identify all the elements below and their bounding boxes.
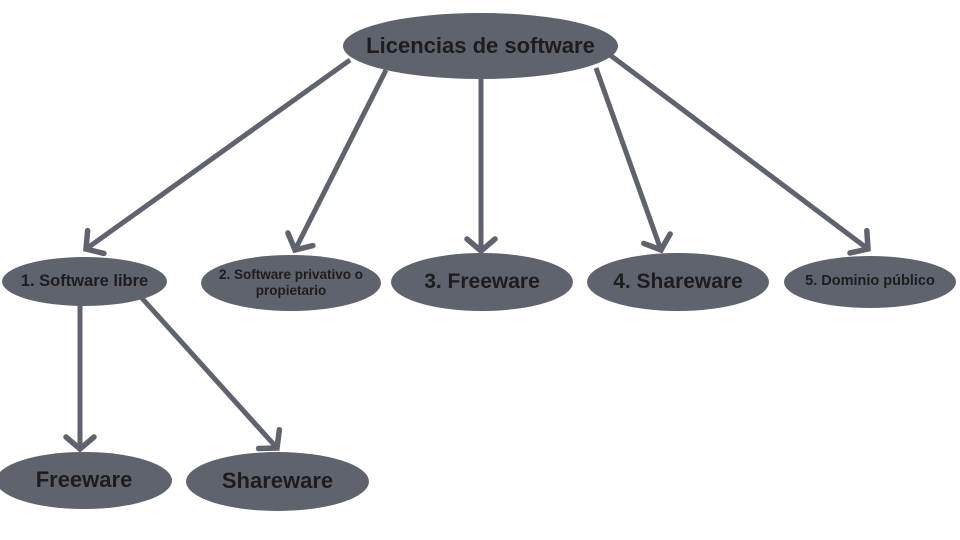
edge-licencias-to-libre	[83, 57, 352, 257]
node-label: 4. Shareware	[613, 270, 743, 294]
node-software-privativo: 2. Software privativo o propietario	[201, 255, 381, 311]
edge-licencias-to-privativo	[285, 68, 389, 254]
node-label: Shareware	[221, 468, 334, 494]
node-freeware-sub: Freeware	[0, 452, 172, 509]
node-shareware-sub: Shareware	[186, 452, 369, 511]
node-software-libre: 1. Software libre	[2, 257, 167, 306]
node-shareware-4: 4. Shareware	[587, 253, 769, 311]
node-dominio-publico: 5. Dominio público	[784, 256, 956, 308]
node-label: Licencias de software	[366, 32, 595, 58]
node-licencias-de-software: Licencias de software	[343, 13, 618, 79]
node-label: 2. Software privativo o propietario	[218, 266, 364, 298]
node-label: Freeware	[35, 467, 133, 493]
node-label: 5. Dominio público	[805, 273, 935, 290]
node-freeware-3: 3. Freeware	[391, 253, 573, 311]
edge-licencias-to-dominio	[604, 50, 871, 256]
node-label: 3. Freeware	[424, 270, 540, 294]
edge-libre-to-shareware-sub	[138, 294, 283, 452]
edge-licencias-to-shareware4	[593, 67, 673, 254]
node-label: 1. Software libre	[20, 271, 149, 290]
